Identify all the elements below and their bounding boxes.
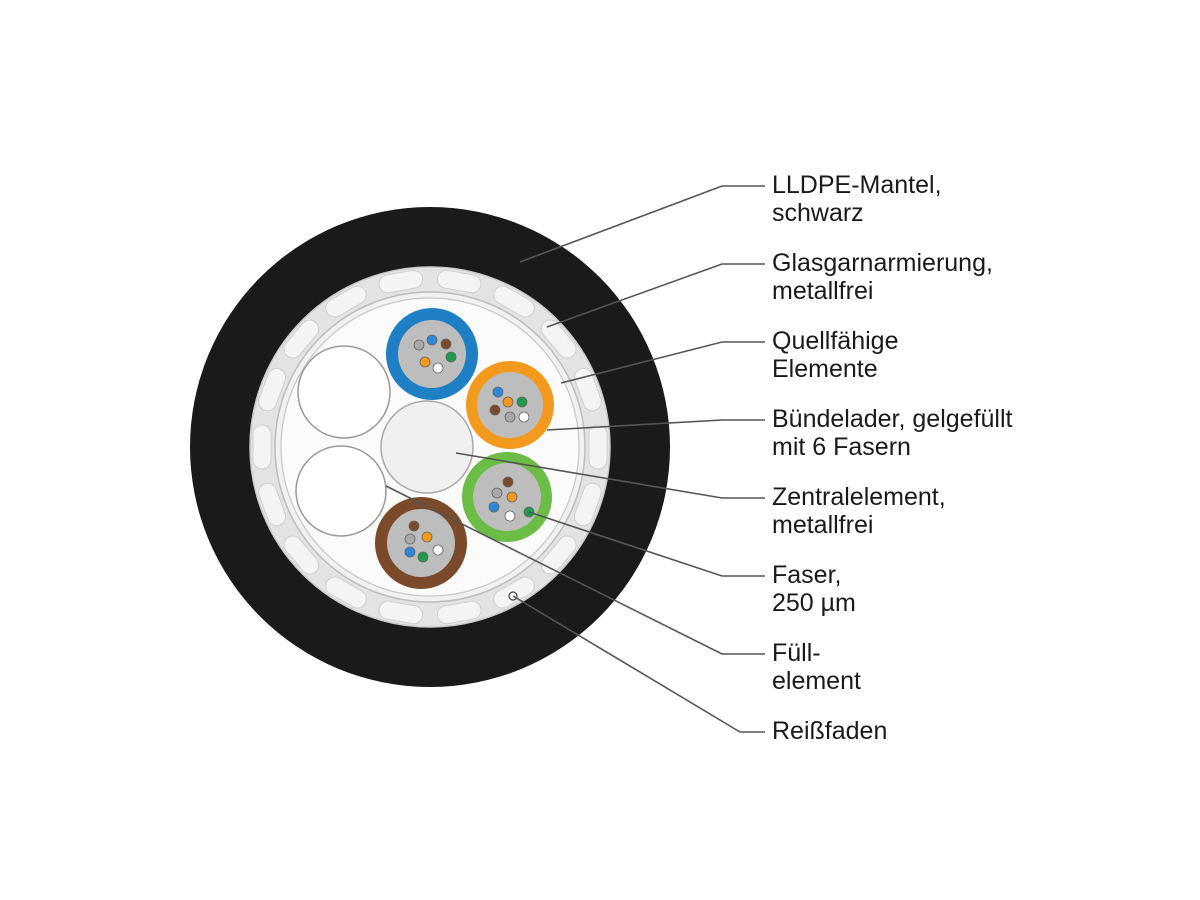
leader-fuellelement [385,485,765,655]
label-reissfaden: Reißfaden [772,717,887,745]
fiber [417,551,429,563]
label-glasgarnarmierung: Glasgarnarmierung, metallfrei [772,249,1000,305]
armor-segment [378,600,424,625]
fiber [492,386,504,398]
filler-element-top [297,345,391,439]
label-quellfaehige-elemente: Quellfähige Elemente [772,327,905,383]
loose-tube-brown [375,497,467,589]
leader-lines [385,185,765,733]
armor-segment [325,576,367,609]
loose-tube-orange [466,361,554,449]
fiber [489,404,501,416]
armor-segment [258,367,287,412]
leader-glasgarnarmierung [546,263,765,328]
fiber [502,476,514,488]
leader-faser [528,511,765,577]
fiber [421,531,433,543]
leader-quellfaehige-elemente [560,341,765,384]
armor-segment [325,285,367,318]
armor-segment [436,600,482,625]
label-zentralelement: Zentralelement, metallfrei [772,483,953,539]
armor-segment [436,269,482,294]
fiber [445,351,457,363]
armor-segment [573,367,602,412]
fiber [516,396,528,408]
fiber [432,544,444,556]
label-faser: Faser, 250 µm [772,561,856,617]
fiber [426,334,438,346]
fiber [506,491,518,503]
leader-lldpe-mantel [519,185,765,263]
fiber [404,546,416,558]
label-fuellelement: Füll- element [772,639,861,695]
armor-segment [283,535,320,575]
fiber [440,338,452,350]
armor-segment [252,424,272,470]
fiber [518,411,530,423]
loose-tube-blue [386,308,478,400]
central-strength-element [380,400,474,494]
fiber [419,356,431,368]
armor-segment [588,424,608,470]
labels: LLDPE-Mantel, schwarz Glasgarnarmierung,… [772,171,1019,745]
leader-zentralelement [455,452,765,499]
filler-element-bottom [295,445,387,537]
fiber [488,501,500,513]
fiber [502,396,514,408]
fiber [404,533,416,545]
armor-segment [540,319,577,359]
armor-segment [493,285,535,318]
leader-buendelader [546,419,765,431]
fiber [408,520,420,532]
fiber [432,362,444,374]
loose-tube-green [462,452,552,542]
fiber [504,510,516,522]
armor-segment [573,482,602,527]
fiber [413,339,425,351]
armor-segment [540,535,577,575]
label-buendelader: Bündelader, gelgefüllt mit 6 Fasern [772,405,1019,461]
armor-segment [283,319,320,359]
fiber [491,487,503,499]
armor-segment [378,269,424,294]
label-lldpe-mantel: LLDPE-Mantel, schwarz [772,171,948,227]
leader-reissfaden [512,595,765,733]
armor-segment [258,482,287,527]
fiber [504,411,516,423]
